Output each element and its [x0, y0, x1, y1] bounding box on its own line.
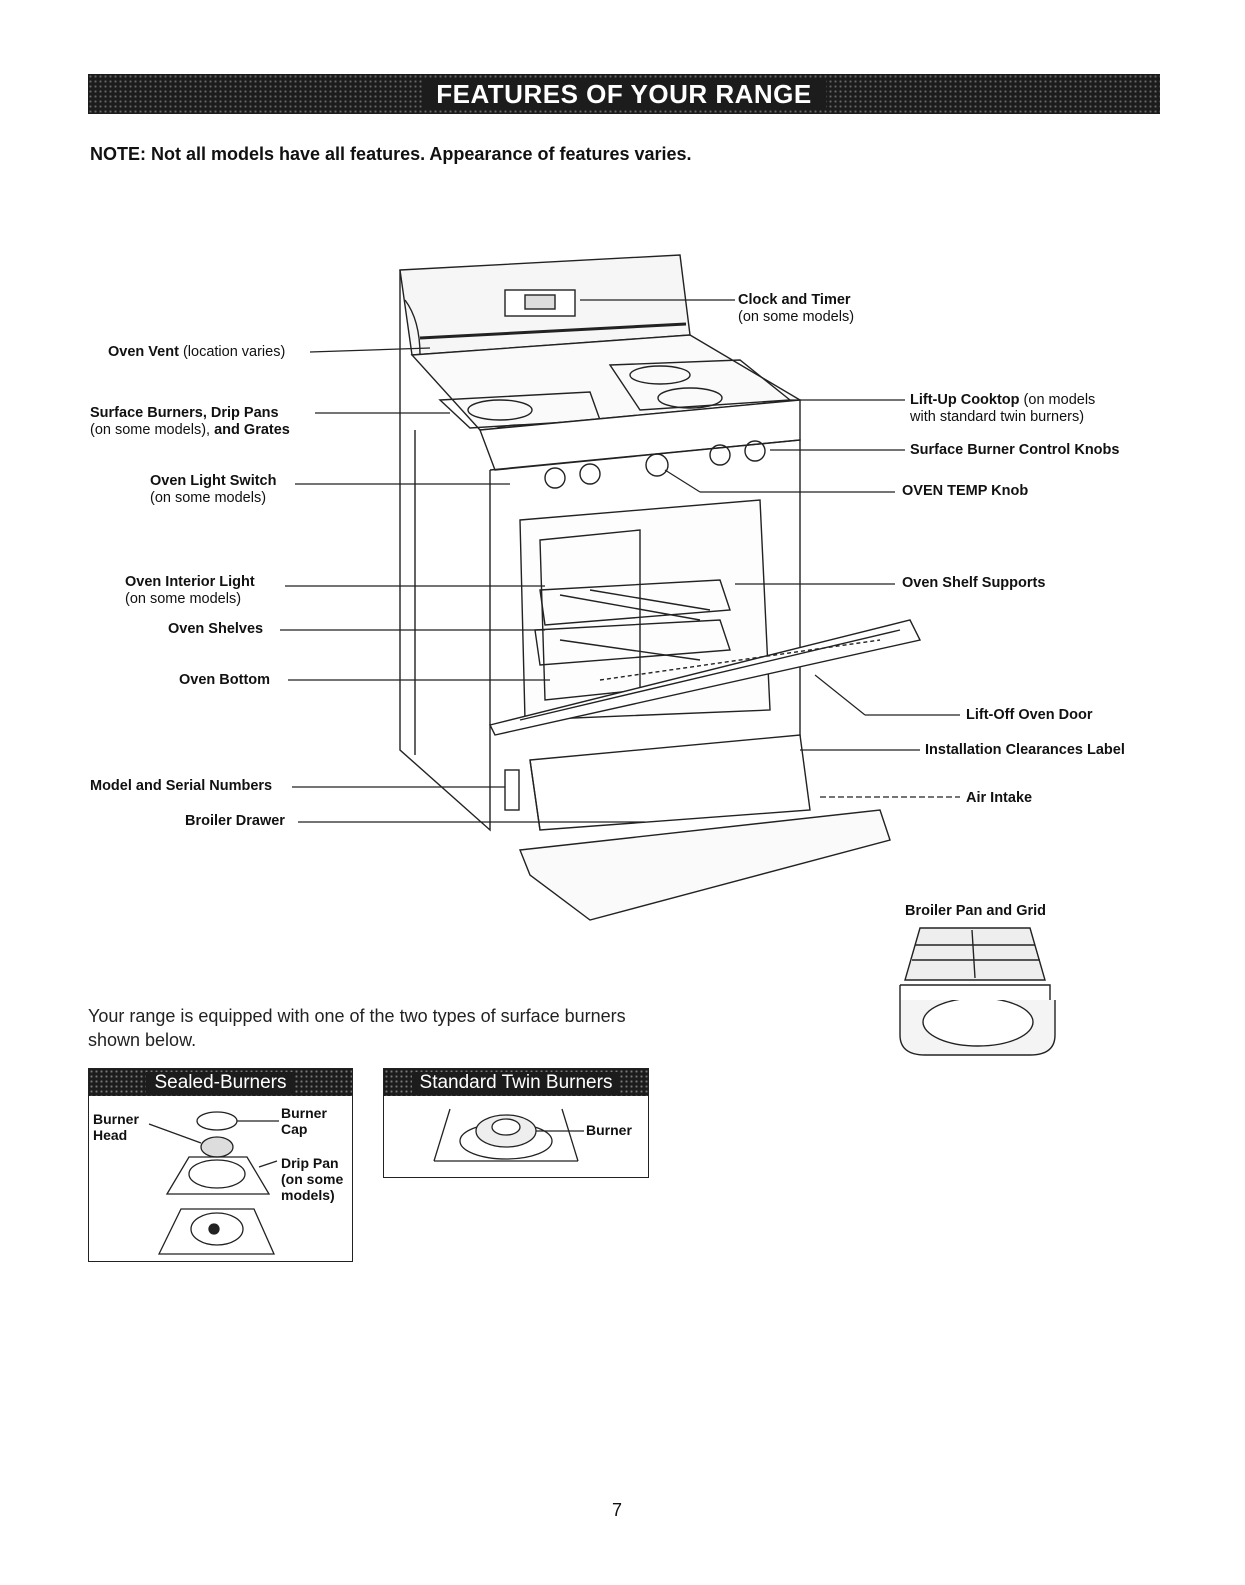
- intro-text: Your range is equipped with one of the t…: [88, 1006, 626, 1050]
- page-number: 7: [612, 1500, 623, 1520]
- label-broiler-pan-grid: Broiler Pan and Grid: [905, 903, 1046, 919]
- range-illustration: [280, 254, 1051, 1000]
- label-lift-off-door: Lift-Off Oven Door: [966, 707, 1093, 723]
- page-title: FEATURES OF YOUR RANGE: [422, 78, 826, 110]
- label-burner-control-knobs: Surface Burner Control Knobs: [910, 442, 1120, 458]
- twin-burners-box: Standard Twin Burners Burner: [383, 1068, 649, 1178]
- burner-label: Burner: [586, 1122, 632, 1138]
- label-clock-timer: Clock and Timer (on some models): [738, 292, 855, 325]
- label-oven-vent: Oven Vent (location varies): [108, 344, 286, 360]
- label-installation-clearances: Installation Clearances Label: [925, 742, 1125, 758]
- burner-cap-label: Burner Cap: [281, 1105, 327, 1137]
- broiler-pan-icon: [899, 927, 1051, 1000]
- burner-head-label: Burner Head: [93, 1111, 139, 1143]
- sealed-burners-header: Sealed-Burners: [89, 1069, 352, 1096]
- twin-burners-header: Standard Twin Burners: [384, 1069, 648, 1096]
- label-broiler-drawer: Broiler Drawer: [185, 813, 285, 829]
- drip-pan-label: Drip Pan (on some models): [281, 1155, 344, 1203]
- label-oven-bottom: Oven Bottom: [179, 672, 271, 688]
- label-oven-temp-knob: OVEN TEMP Knob: [902, 483, 1029, 499]
- label-oven-light-switch: Oven Light Switch (on some models): [150, 473, 277, 506]
- section-banner: FEATURES OF YOUR RANGE: [88, 74, 1160, 114]
- label-surface-burners: Surface Burners, Drip Pans (on some mode…: [90, 405, 290, 438]
- label-model-serial: Model and Serial Numbers: [90, 778, 273, 794]
- note-text: NOTE: Not all models have all features. …: [90, 144, 692, 164]
- label-lift-up-cooktop: Lift-Up Cooktop (on models with standard…: [910, 392, 1096, 425]
- twin-burners-title: Standard Twin Burners: [411, 1071, 621, 1094]
- label-air-intake: Air Intake: [966, 790, 1033, 806]
- label-oven-interior-light: Oven Interior Light (on some models): [125, 574, 255, 607]
- label-oven-shelves: Oven Shelves: [168, 621, 264, 637]
- twin-burner-icon: [433, 1108, 584, 1162]
- label-oven-shelf-supports: Oven Shelf Supports: [902, 575, 1046, 591]
- broiler-pan-bottom-illustration: [899, 1000, 1056, 1056]
- sealed-burner-icon: [148, 1111, 279, 1255]
- sealed-burners-title: Sealed-Burners: [146, 1071, 295, 1094]
- sealed-burners-box: Sealed-Burners Burner Head Burner Cap Dr…: [88, 1068, 353, 1262]
